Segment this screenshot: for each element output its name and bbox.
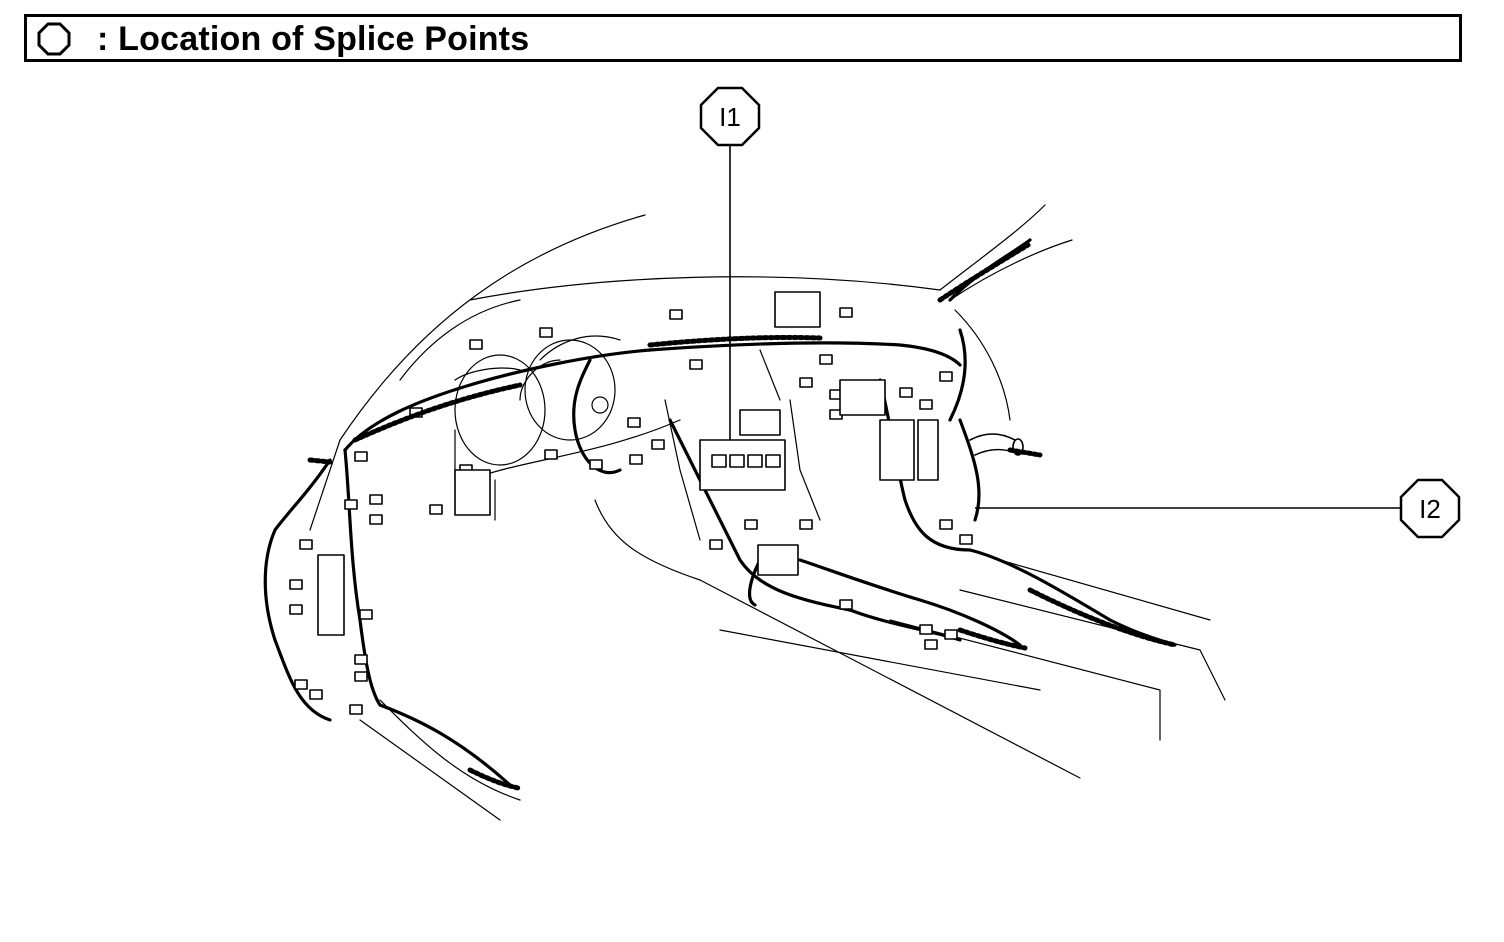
duct-tube — [969, 433, 1024, 456]
header-box: : Location of Splice Points — [24, 14, 1462, 62]
callout-i2: I2 — [975, 478, 1461, 539]
wire-harness — [263, 238, 1177, 787]
corrugated-tube — [307, 242, 1178, 791]
callout-i1-octagon — [699, 86, 761, 147]
callout-i2-octagon — [1399, 478, 1461, 539]
connectors — [289, 307, 973, 715]
callout-i1: I1 — [699, 86, 761, 440]
instrument-cluster — [454, 339, 616, 466]
page-title: : Location of Splice Points — [97, 20, 530, 58]
modules — [317, 291, 939, 636]
callout-i1-label: I1 — [719, 102, 741, 132]
octagon-icon — [37, 22, 71, 56]
callout-i2-label: I2 — [1419, 494, 1441, 524]
dashboard-outline — [309, 204, 1226, 821]
